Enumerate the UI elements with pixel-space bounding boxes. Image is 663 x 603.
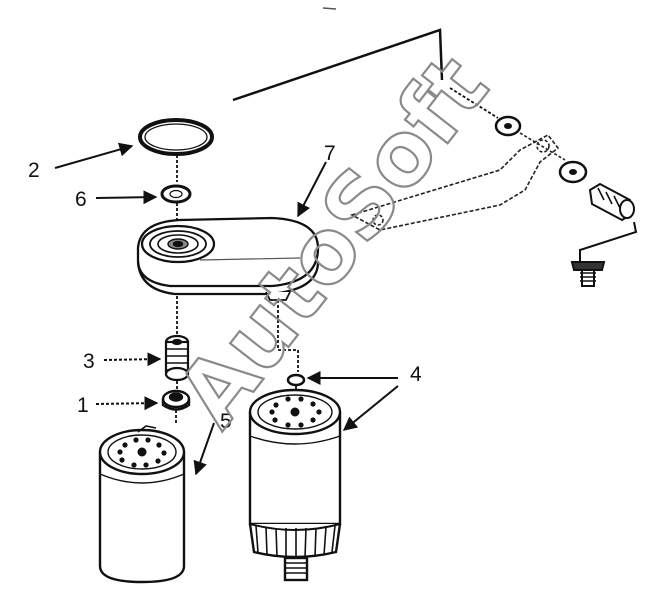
leader-7 (297, 161, 327, 218)
scan-mark (322, 7, 337, 10)
leader-3 (103, 352, 162, 367)
seal-small (160, 184, 192, 204)
callout-5: 5 (220, 410, 232, 433)
mounting-bracket (349, 133, 560, 231)
mounting-screw (570, 261, 606, 287)
spin-on-filter-left (98, 425, 186, 584)
leader-4b (342, 385, 399, 431)
washer-2 (558, 160, 588, 184)
callout-4: 4 (410, 363, 422, 386)
callout-7: 7 (324, 142, 336, 165)
callout-2: 2 (28, 159, 40, 182)
fuel-filter-separator-right (248, 388, 342, 582)
mounting-leader-bracket (232, 28, 499, 119)
leader-6 (95, 190, 158, 205)
callout-3: 3 (83, 350, 95, 373)
leader-5 (193, 422, 215, 476)
o-ring-large (138, 118, 214, 156)
callout-leaders (54, 142, 399, 476)
leader-2 (54, 142, 134, 169)
callout-1: 1 (77, 394, 89, 417)
washer-1 (494, 115, 522, 137)
gasket-nut (161, 389, 191, 411)
callout-6: 6 (75, 188, 87, 211)
leader-1 (95, 396, 159, 411)
mounting-bolt (588, 182, 635, 222)
filter-seal-right (286, 373, 306, 387)
threaded-nipple (164, 334, 190, 382)
filter-head (136, 216, 320, 301)
